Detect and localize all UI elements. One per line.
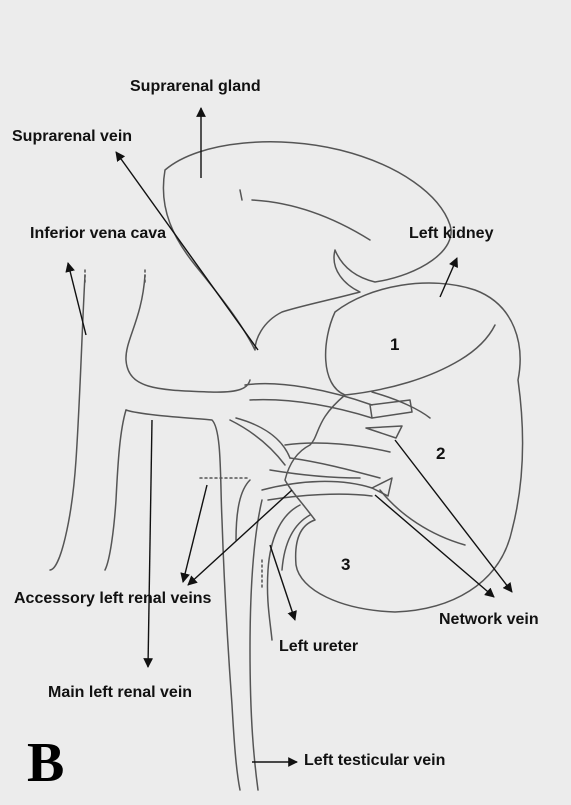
network-vein-wedge-upper	[370, 400, 412, 418]
left-kidney-outline	[285, 283, 523, 612]
label-suprarenal-vein: Suprarenal vein	[12, 128, 132, 146]
label-main-left-renal-vein: Main left renal vein	[48, 684, 192, 702]
arrow-left-kidney	[440, 258, 457, 297]
arrow-left-ureter	[270, 545, 295, 620]
suprarenal-gland-outline	[163, 142, 451, 350]
renal-vein-branch-upper	[245, 384, 372, 418]
label-inferior-vena-cava: Inferior vena cava	[30, 225, 166, 243]
renal-vein-branch-lower	[262, 481, 372, 500]
label-network-vein: Network vein	[439, 611, 539, 629]
label-left-ureter: Left ureter	[279, 638, 358, 656]
inferior-vena-cava-left-wall	[50, 275, 85, 570]
renal-vein-branch-mid	[285, 443, 390, 478]
arrow-suprarenal-vein	[116, 152, 258, 350]
region-number-1: 1	[390, 336, 399, 354]
region-3-boundary	[380, 490, 465, 545]
label-accessory-left-renal-veins: Accessory left renal veins	[14, 590, 211, 608]
inferior-vena-cava-right-wall	[126, 275, 250, 392]
label-suprarenal-gland: Suprarenal gland	[130, 78, 261, 96]
left-testicular-vein-wall	[250, 500, 262, 790]
suprarenal-gland-ridge	[252, 200, 370, 240]
network-vein-wedge-mid	[366, 426, 402, 438]
arrow-accessory-a	[183, 485, 207, 582]
region-number-3: 3	[341, 556, 350, 574]
arrow-network-vein-a	[395, 440, 512, 592]
arrow-main-left-renal-vein	[148, 420, 152, 667]
label-left-testicular-vein: Left testicular vein	[304, 752, 445, 770]
arrow-accessory-b	[188, 490, 292, 585]
region-number-2: 2	[436, 445, 445, 463]
panel-letter: B	[27, 735, 64, 791]
label-left-kidney: Left kidney	[409, 225, 493, 243]
network-vein-wedge-lower	[372, 478, 392, 496]
region-1-boundary	[345, 325, 495, 395]
